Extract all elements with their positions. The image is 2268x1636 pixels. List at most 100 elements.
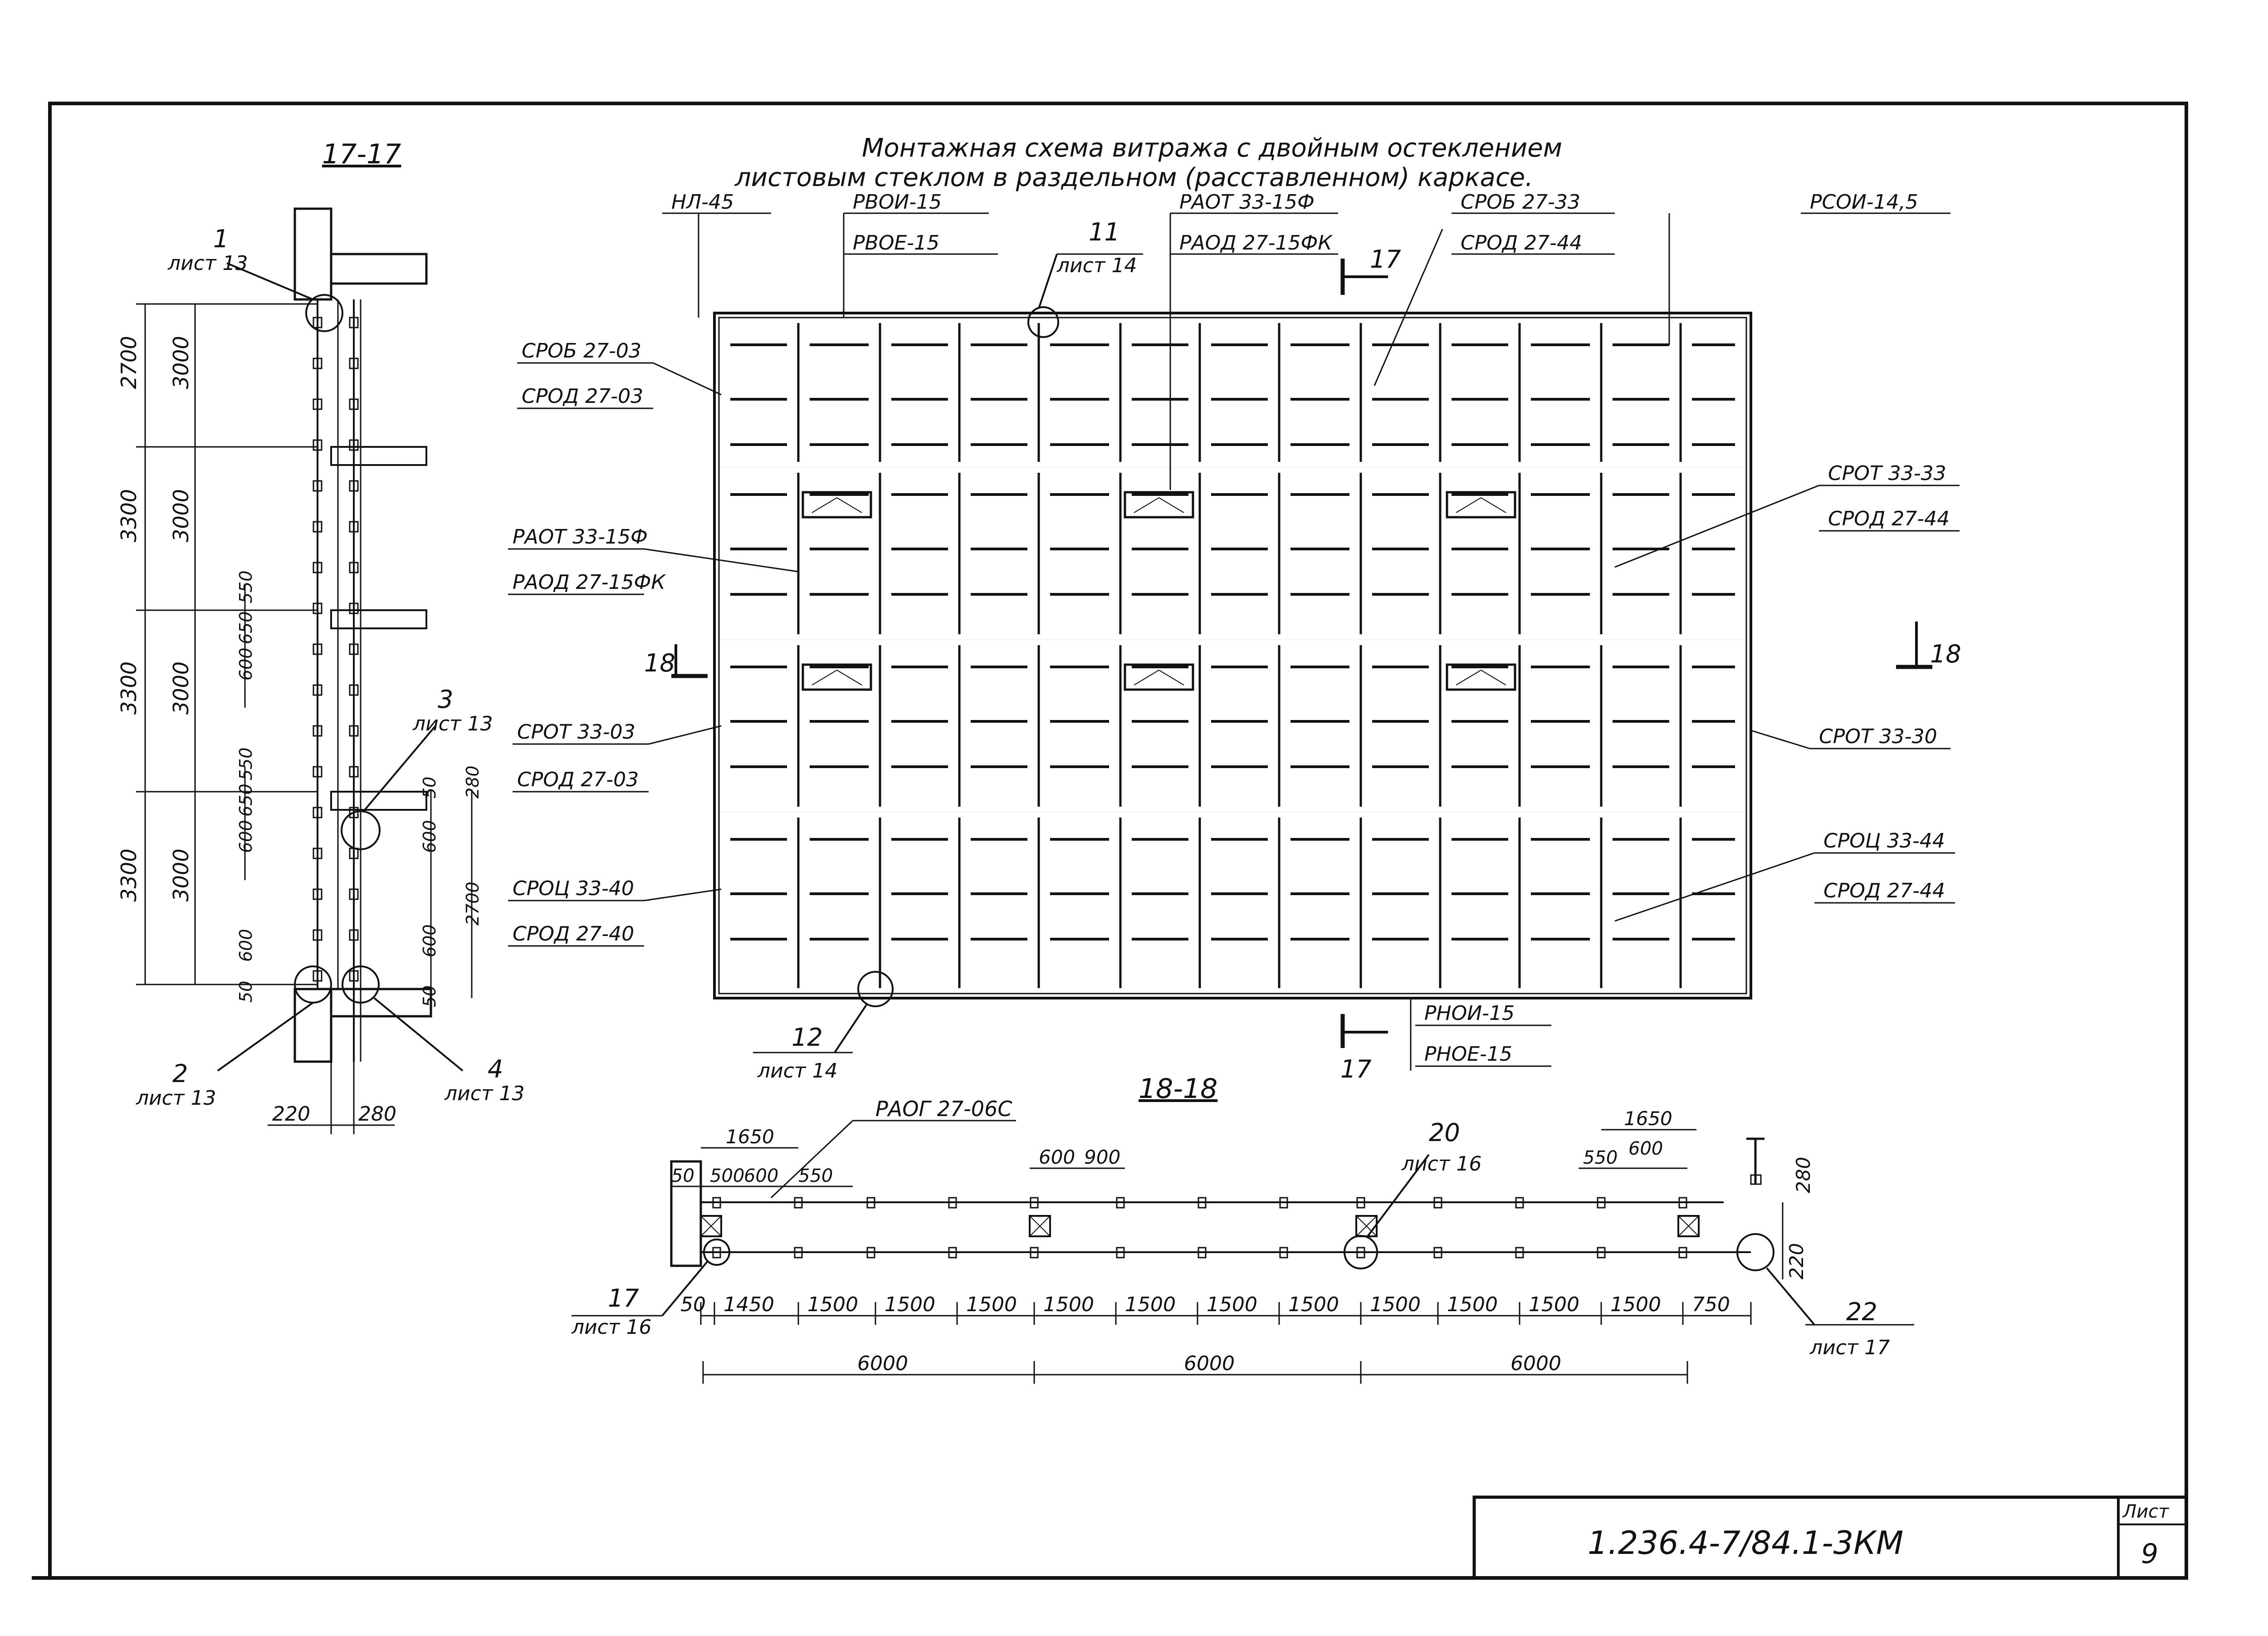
glazing-bead [349,317,359,328]
bottom-label: РНОИ-15 [1424,1002,1515,1025]
right-label: СРОЦ 33-44 [1823,829,1945,852]
plan-span: 6000 [1510,1352,1561,1375]
callout-circle-12 [857,971,894,1007]
top-label: СРОБ 27-33 [1461,191,1580,214]
glazing-bead [313,684,323,696]
callout-11-num: 11 [1089,218,1120,246]
plan-bottom-dim: 1500 [1610,1293,1661,1316]
callout-circle-17 [703,1239,730,1266]
callout-2-sheet: лист 13 [136,1087,216,1110]
drawing-code: 1.236.4-7/84.1-3КМ [1588,1524,1903,1562]
glazing-bead [313,766,323,778]
title-line-1: Монтажная схема витража с двойным остекл… [862,133,1562,163]
plan-post-inner [1279,1247,1288,1259]
plan-bottom-dim: 1500 [807,1293,858,1316]
glazing-bead [349,439,359,451]
plan-bottom-dim: 1500 [1043,1293,1094,1316]
plan-18-18: 18-18 17 лист 16 20 лист 16 22 лист 17 Р… [571,1073,1914,1384]
section-marker-18-left: 18 [644,644,708,678]
dim-outer: 3300 [117,489,141,542]
plan-column [1029,1215,1051,1237]
callout-3-sheet: лист 13 [412,712,493,735]
callout-circle-4 [342,965,380,1004]
plan-top-dim: 600 [1628,1138,1663,1159]
plan-top-dim: 500 [710,1166,744,1186]
glazing-bead [313,562,323,573]
glazing-bead [349,929,359,941]
glazing-bead [349,398,359,410]
top-label: РСОИ-14,5 [1810,191,1918,214]
dim-small: 600 [420,924,440,957]
plan-post-inner [1356,1247,1365,1259]
right-label: СРОТ 33-30 [1819,725,1937,748]
plan-post-inner [1678,1247,1687,1259]
top-label: РВОЕ-15 [853,231,939,255]
plan-top-dim: 550 [1583,1147,1618,1168]
section-17-title: 17-17 [322,138,401,170]
plan-post-outer [1678,1197,1687,1209]
wall-top [293,207,332,301]
callout-3-num: 3 [438,685,453,714]
glazing-bead [349,521,359,533]
plan-post-outer [712,1197,721,1209]
plan-side-dim: 220 [1785,1243,1808,1279]
plan-column [700,1215,722,1237]
plan-top-dim: 1650 [1624,1107,1672,1130]
dim-outer: 3300 [117,848,141,901]
callout-4-num: 4 [488,1055,503,1083]
glazing-bead [313,643,323,655]
glazing-bead [349,480,359,492]
callout-12-num: 12 [792,1023,823,1052]
plan-post-outer [1515,1197,1524,1209]
glazing-bead [349,562,359,573]
plan-post-outer [1030,1197,1039,1209]
callout-17-sheet: лист 16 [571,1316,652,1339]
slab-top [330,253,428,285]
glazing-bead [313,929,323,941]
plan-side-dim: 280 [1792,1157,1814,1193]
plan-span: 6000 [857,1352,908,1375]
dim-outer: 2700 [117,336,141,389]
dim-small: 2700 [463,882,483,926]
callout-22-sheet: лист 17 [1809,1336,1890,1359]
callout-circle-20 [1344,1235,1378,1269]
glazing-bead [313,970,323,982]
plan-post-outer [1356,1197,1365,1209]
glazing-bead [349,358,359,369]
glazing-bead [313,398,323,410]
svg-text:18: 18 [1930,640,1961,668]
glazing-bead [313,480,323,492]
plan-column [1677,1215,1700,1237]
dim-inner: 3000 [169,489,193,542]
callout-17-num: 17 [608,1284,639,1313]
section-marker-18-right: 18 [1896,622,1961,669]
vent-window [802,491,872,519]
right-label: СРОД 27-44 [1823,879,1945,902]
plan-bottom-dim: 1500 [1288,1293,1339,1316]
glazing-bead [349,766,359,778]
plan-bottom-dim: 1500 [1447,1293,1498,1316]
plan-post-outer [794,1197,803,1209]
callout-circle-3 [341,810,381,850]
left-label: РАОТ 33-15Ф [513,525,648,549]
callout-2-num: 2 [172,1059,188,1088]
plan-bottom-dim: 1500 [1125,1293,1176,1316]
vent-window [1124,663,1194,691]
plan-post-outer [1597,1197,1606,1209]
plan-top-dim: 600 [744,1166,778,1186]
callout-20-num: 20 [1429,1118,1460,1147]
glazing-bead [313,847,323,859]
top-label: НЛ-45 [671,191,734,214]
plan-post-end [1750,1174,1762,1185]
callout-11-sheet: лист 14 [1056,254,1137,277]
plan-bottom-dim: 750 [1692,1293,1730,1316]
callout-circle-22 [1736,1233,1774,1271]
vent-window [1124,491,1194,519]
plan-post-inner [1597,1247,1606,1259]
sheet-number: 9 [2141,1538,2158,1570]
glazing-bead [349,888,359,900]
dim-small: 50 [420,985,440,1007]
callout-4-sheet: лист 13 [444,1082,525,1105]
